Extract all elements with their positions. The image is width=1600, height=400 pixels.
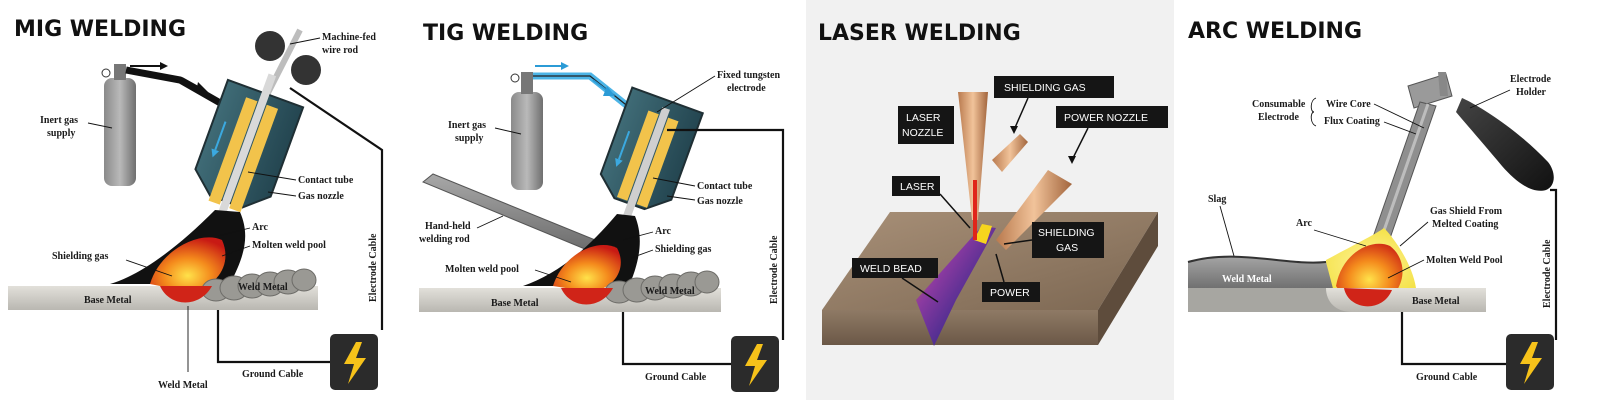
panel-title: MIG WELDING [14,17,186,42]
mig-panel: MIG WELDING Machine-fed wir [0,0,400,400]
ground-cable-label: Ground Cable [1416,372,1478,383]
wire-reel-icon [255,31,285,61]
ground-cable-label: Ground Cable [645,372,707,383]
label-power-nozzle: POWER NOZZLE [1056,106,1168,128]
panel-title: LASER WELDING [818,21,1021,46]
electrode-holder [1407,72,1554,191]
weld-pool-label: Molten Weld Pool [1426,255,1503,266]
panel-title: ARC WELDING [1188,19,1362,44]
weld-bead [916,226,996,346]
arc-panel: ARC WELDING Consumable Electrode Wire Co… [1176,0,1600,400]
consumable-label: Consumable [1252,99,1306,110]
base-metal-label: Base Metal [491,298,539,309]
svg-text:Melted Coating: Melted Coating [1432,219,1498,230]
svg-text:Electrode: Electrode [1258,112,1299,123]
contact-tube-label: Contact tube [298,175,354,186]
weld-metal-bottom-label: Weld Metal [158,380,208,391]
label-power: POWER [982,282,1040,302]
svg-text:Holder: Holder [1516,87,1547,98]
laser-panel: LASER WELDING SHIELDING GAS LASER NOZZLE… [806,0,1174,400]
svg-text:SHIELDING GAS: SHIELDING GAS [1004,82,1086,94]
wire-label: Machine-fed [322,32,376,43]
label-shielding-gas-top: SHIELDING GAS [994,76,1114,98]
gas-cylinder [510,72,543,190]
base-metal-label: Base Metal [84,295,132,306]
svg-text:welding rod: welding rod [419,234,470,245]
weld-metal-label: Weld Metal [1222,274,1272,285]
tig-panel: TIG WELDING Fixed tungsten electrode Ine… [405,0,800,400]
weld-metal-label: Weld Metal [238,282,288,293]
holder-label: Electrode [1510,74,1551,85]
svg-text:GAS: GAS [1056,242,1078,254]
tig-torch [599,86,705,223]
power-source-icon [1506,334,1554,390]
power-nozzle [996,170,1072,250]
power-source-icon [731,336,779,392]
shielding-gas-label: Shielding gas [52,251,109,262]
wire-core-label: Wire Core [1326,99,1371,110]
svg-text:LASER: LASER [900,181,935,193]
gas-nozzle-label: Gas nozzle [697,196,743,207]
label-laser-nozzle: LASER NOZZLE [898,106,954,144]
panel-title: TIG WELDING [423,21,588,46]
svg-text:supply: supply [455,133,483,144]
weld-metal-label: Weld Metal [645,286,695,297]
flux-coating-label: Flux Coating [1324,116,1380,127]
weld-pool-label: Molten weld pool [252,240,326,251]
label-weld-bead: WELD BEAD [852,258,938,278]
gas-shield-label: Gas Shield From [1430,206,1503,217]
tungsten-label: Fixed tungsten [717,70,781,81]
slag-label: Slag [1208,194,1226,205]
svg-text:POWER NOZZLE: POWER NOZZLE [1064,112,1148,124]
svg-text:supply: supply [47,128,75,139]
label-laser: LASER [892,176,940,196]
svg-text:NOZZLE: NOZZLE [902,127,943,139]
label-shielding-gas-side: SHIELDING GAS [1032,222,1104,258]
electrode-cable-label: Electrode Cable [769,235,780,304]
welding-rod-label: Hand-held [425,221,471,232]
arc-label: Arc [655,226,671,237]
mig-torch [194,73,305,227]
arc-label: Arc [1296,218,1312,229]
svg-text:WELD BEAD: WELD BEAD [860,263,922,275]
weld-pool-label: Molten weld pool [445,264,519,275]
svg-text:SHIELDING: SHIELDING [1038,227,1095,239]
electrode-cable-label: Electrode Cable [368,233,379,302]
electrode-cable-label: Electrode Cable [1542,239,1553,308]
gas-cylinder [101,64,136,186]
base-metal-label: Base Metal [1412,296,1460,307]
laser-nozzle [958,92,988,220]
svg-text:LASER: LASER [906,112,941,124]
gas-supply-label: Inert gas [40,115,78,126]
shielding-gas-label: Shielding gas [655,244,712,255]
power-source-icon [330,334,378,390]
gas-supply-label: Inert gas [448,120,486,131]
svg-text:wire rod: wire rod [322,45,358,56]
ground-cable-label: Ground Cable [242,369,304,380]
contact-tube-label: Contact tube [697,181,753,192]
shield-nozzle [992,134,1028,172]
svg-text:POWER: POWER [990,287,1030,299]
arc-label: Arc [252,222,268,233]
gas-nozzle-label: Gas nozzle [298,191,344,202]
svg-text:electrode: electrode [727,83,766,94]
